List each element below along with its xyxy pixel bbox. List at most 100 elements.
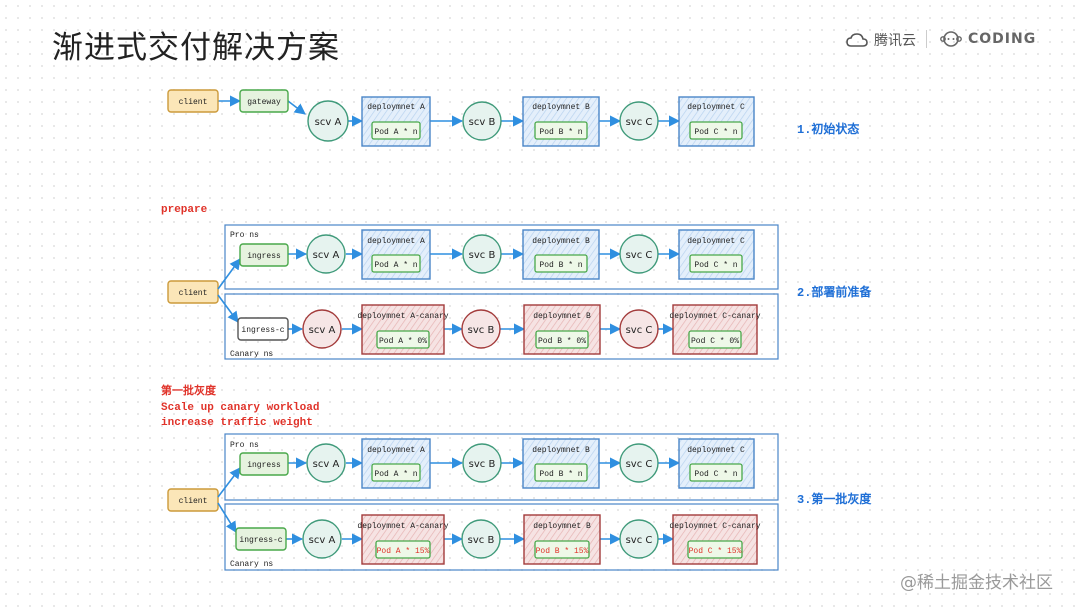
brand-tencent-text: 腾讯云 [874,33,916,49]
stage2-pro-pod-b-box [534,254,588,273]
stage3-canary-pod-b-label: Pod B * 15% [536,547,589,556]
stage2-pro-svc-b-circle [462,234,502,274]
coding-logo: CODING [940,30,1036,48]
stage2-canary-pod-c-label: Pod C * 0% [691,337,739,346]
stage2-pro-ingress-label: ingress [247,252,281,261]
stage3-note-line1: Scale up canary workload [161,402,319,414]
stage2-canary-pod-b-box [535,330,589,349]
stage3-pro-svc-a-label: scv A [313,459,340,470]
stage2-pro-deploy-c-label: deploymnet C [687,237,745,246]
stage3-canary-ns-box [224,503,779,571]
stage3-note-title: 第一批灰度 [161,383,217,398]
stage2-canary-svc-b-label: svc B [468,325,495,336]
stage3-canary-svc-a-label: scv A [309,535,336,546]
stage2-pro-pod-c-box [689,254,743,273]
stage1-pod-b-box [534,121,588,140]
stage2-canary-pod-b-label: Pod B * 0% [538,337,586,346]
stage2-pro-svc-b-label: svc B [469,250,496,261]
stage3-canary-pod-c-label: Pod C * 15% [689,547,742,556]
stage2-note: prepare [161,204,208,216]
stage3-canary-svc-c-label: svc C [626,535,653,546]
stage2-canary-svc-c-label: svc C [626,325,653,336]
stage2-pro-deploy-b-label: deploymnet B [532,237,590,246]
stage2-canary-deploy-c-box [672,304,758,355]
stage3-pro-pod-b-label: Pod B * n [539,470,582,479]
stage2-canary-ingress-box [237,317,289,341]
stage3-pro-pod-a-label: Pod A * n [374,470,417,479]
stage1-svc-c-label: svc C [626,117,653,128]
stage2-group: prepare Pro ns Canary ns client ingress … [161,204,872,360]
stage3-pro-ns-label: Pro ns [230,441,259,450]
stage3-pro-svc-c-circle [619,443,659,483]
stage1-pod-b-label: Pod B * n [539,128,582,137]
stage2-pro-pod-a-box [371,254,421,273]
stage3-arrow-client-ingress-c [217,502,237,533]
stage2-canary-ns-label: Canary ns [230,350,273,359]
stage2-arrow-client-ingress-c [217,294,239,323]
stage3-pro-pod-c-label: Pod C * n [694,470,737,479]
brand-divider [926,30,927,48]
stage3-note-line2: increase traffic weight [161,417,313,429]
stage2-pro-ns-box [224,224,779,290]
stage3-pro-pod-b-box [534,463,588,482]
stage2-canary-svc-c-circle [619,309,659,349]
stage2-canary-svc-a-circle [302,309,342,349]
stage1-label: 1.初始状态 [797,121,859,137]
stage3-canary-deploy-b-label: deploymnet B [533,522,591,531]
stage3-canary-svc-b-circle [461,519,501,559]
stage2-pro-ingress-box [239,243,289,267]
stage3-client-box [167,488,219,512]
stage3-pro-deploy-c-label: deploymnet C [687,446,745,455]
stage2-canary-pod-c-box [688,330,742,349]
stage1-pod-c-box [689,121,743,140]
stage3-canary-pod-c-box [687,540,743,559]
stage2-canary-ns-box [224,293,779,360]
stage3-pro-ns-box [224,433,779,501]
stage2-pro-svc-a-label: scv A [313,250,340,261]
stage3-group: 第一批灰度 Scale up canary workload increase … [161,383,872,571]
stage1-deploy-c-label: deploymnet C [687,103,745,112]
stage3-client-label: client [179,497,208,506]
stage3-pro-deploy-a-label: deploymnet A [367,446,425,455]
stage2-pro-svc-a-circle [306,234,346,274]
stage2-client-label: client [179,289,208,298]
stage2-pro-svc-c-label: svc C [626,250,653,261]
stage3-canary-pod-a-label: Pod A * 15% [377,547,430,556]
brand-coding-text: CODING [968,31,1037,47]
stage1-svc-b-circle [462,101,502,141]
stage3-canary-deploy-a-label: deploymnet A-canary [357,522,448,531]
stage2-client-box [167,280,219,304]
stage3-pro-svc-b-label: svc B [469,459,496,470]
stage3-canary-svc-c-circle [619,519,659,559]
stage2-canary-deploy-a-label: deploymnet A-canary [357,312,448,321]
stage2-pro-deploy-a-label: deploymnet A [367,237,425,246]
stage2-pro-ns-label: Pro ns [230,231,259,240]
stage3-pro-pod-a-box [371,463,421,482]
stage3-canary-svc-a-circle [302,519,342,559]
stage2-label: 2.部署前准备 [797,284,872,300]
watermark: @稀土掘金技术社区 [900,573,1053,593]
stage1-client-box [167,89,219,113]
coding-mascot-icon [940,31,962,47]
stage3-pro-ingress-label: ingress [247,461,281,470]
stage2-arrow-client-ingress [217,258,241,290]
stage3-canary-ns-label: Canary ns [230,560,273,569]
stage1-arrow-gateway-svca [287,100,306,115]
stage3-canary-svc-b-label: svc B [468,535,495,546]
stage1-group: client gateway scv A deploymnet A Pod A … [167,89,859,147]
stage3-pro-svc-c-label: svc C [626,459,653,470]
stage2-canary-pod-a-box [376,330,430,349]
stage1-deploy-b-label: deploymnet B [532,103,590,112]
stage2-canary-svc-b-circle [461,309,501,349]
stage1-deploy-a-label: deploymnet A [367,103,425,112]
stage3-label: 3.第一批灰度 [797,491,872,507]
stage2-canary-pod-a-label: Pod A * 0% [379,337,427,346]
stage1-client-label: client [179,98,208,107]
stage3-pro-ingress-box [239,452,289,476]
stage2-pro-pod-a-label: Pod A * n [374,261,417,270]
stage1-pod-a-label: Pod A * n [374,128,417,137]
stage2-pro-svc-c-circle [619,234,659,274]
stage1-svc-a-label: scv A [315,117,342,128]
stage3-pro-pod-c-box [689,463,743,482]
